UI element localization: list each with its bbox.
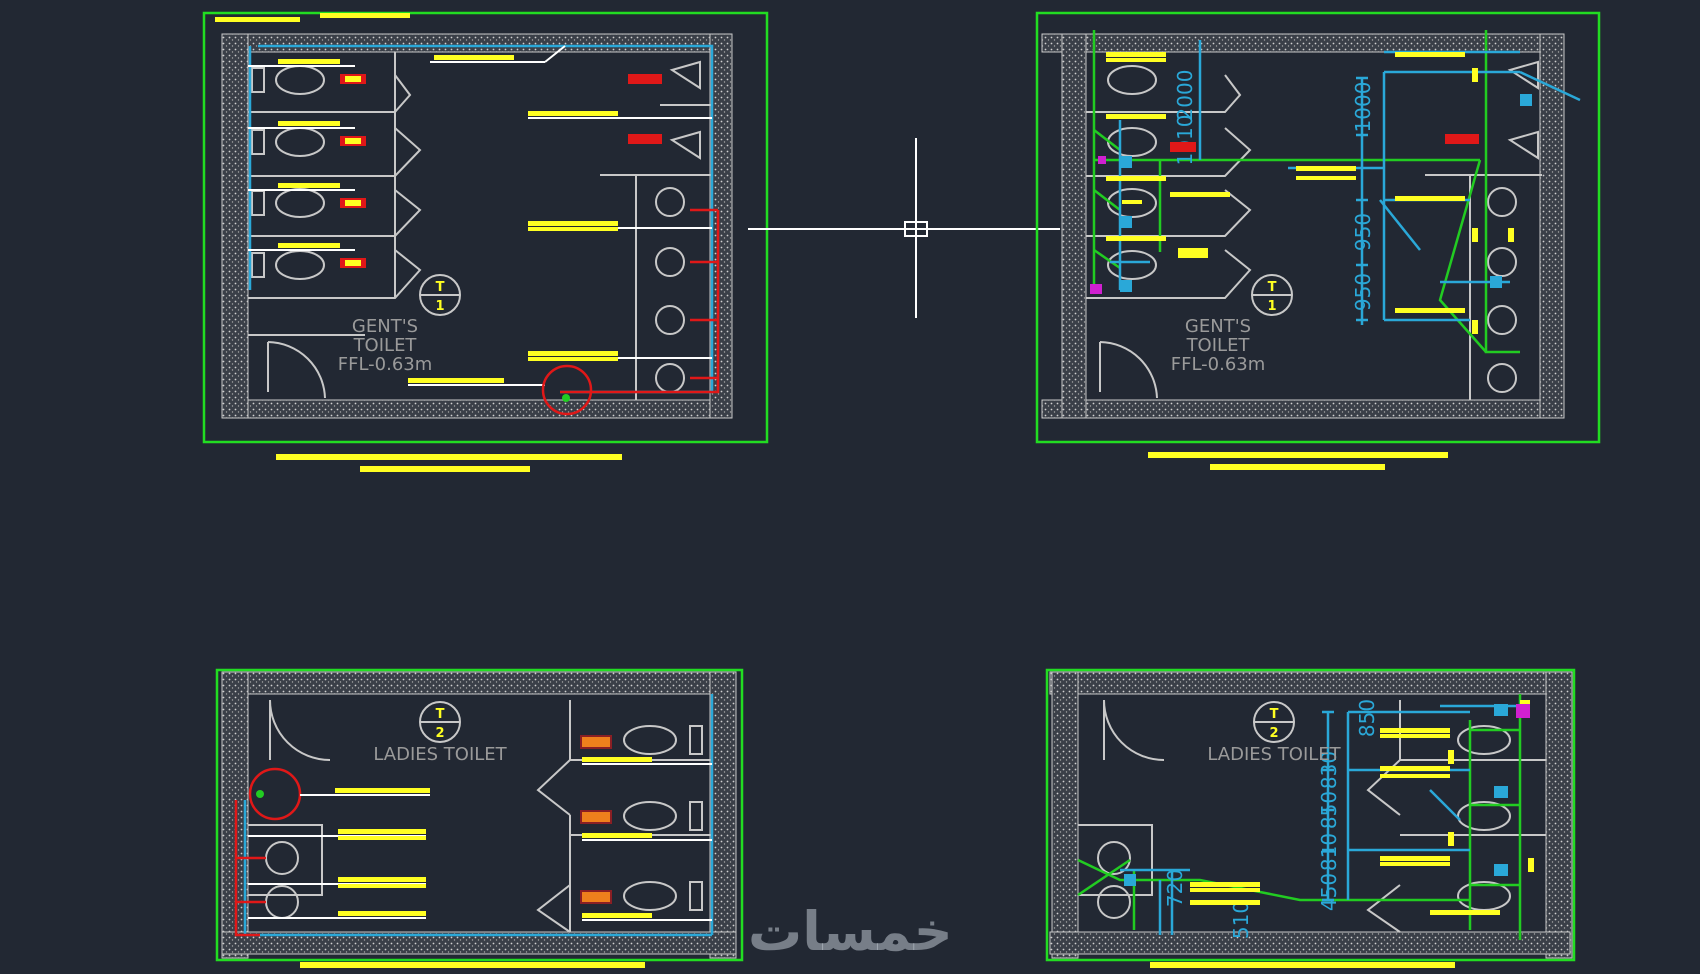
floor-level-label: FFL-0.63m: [338, 354, 433, 375]
room-name-line1: GENT'S: [1185, 316, 1251, 337]
plan-gents-water-supply[interactable]: T 1 GENT'S TOILET FFL-0.63m: [202, 11, 769, 472]
dimension-label: 450: [1317, 873, 1341, 911]
room-marker-icon: T 2: [419, 701, 461, 743]
dimension-label: 950: [1351, 273, 1375, 311]
svg-text:2: 2: [1269, 726, 1278, 741]
room-marker-icon: T 1: [419, 274, 461, 316]
crosshair-cursor-icon: [748, 138, 1060, 318]
watermark-logo: خمسات: [748, 900, 953, 963]
svg-text:1: 1: [1267, 299, 1276, 314]
dimension-label: 830: [1317, 751, 1341, 789]
svg-text:T: T: [1268, 280, 1277, 295]
room-name: LADIES TOILET: [1207, 744, 1341, 765]
room-marker-icon: T 1: [1251, 274, 1293, 316]
dimension-label: 950: [1351, 213, 1375, 251]
dimension-label: 1010: [1173, 115, 1197, 166]
room-name-line2: TOILET: [353, 335, 418, 356]
svg-text:1: 1: [435, 299, 444, 314]
svg-text:T: T: [436, 280, 445, 295]
plan-ladies-water-supply[interactable]: T 2 LADIES TOILET: [215, 668, 744, 968]
dimension-label: 1000: [1351, 82, 1375, 133]
plan-ladies-drainage[interactable]: 850 830 850 810 450 720 510 T 2 LADIES T…: [1045, 668, 1576, 968]
dimension-label: 510: [1229, 901, 1253, 939]
svg-text:2: 2: [435, 726, 444, 741]
floor-level-label: FFL-0.63m: [1171, 354, 1266, 375]
svg-text:T: T: [1270, 707, 1279, 722]
plan-gents-drainage[interactable]: 2000 1010 1000 950 950 T 1 GENT'S TOILE: [1035, 11, 1601, 470]
room-marker-icon: T 2: [1253, 701, 1295, 743]
svg-text:T: T: [436, 707, 445, 722]
dimension-label: 720: [1163, 869, 1187, 907]
room-name: LADIES TOILET: [373, 744, 507, 765]
dimension-label: 850: [1317, 791, 1341, 829]
dimension-label: 850: [1355, 699, 1379, 737]
dimension-label: 2000: [1173, 70, 1197, 121]
room-name-line2: TOILET: [1186, 335, 1251, 356]
room-name-line1: GENT'S: [352, 316, 418, 337]
dimension-label: 810: [1317, 833, 1341, 871]
